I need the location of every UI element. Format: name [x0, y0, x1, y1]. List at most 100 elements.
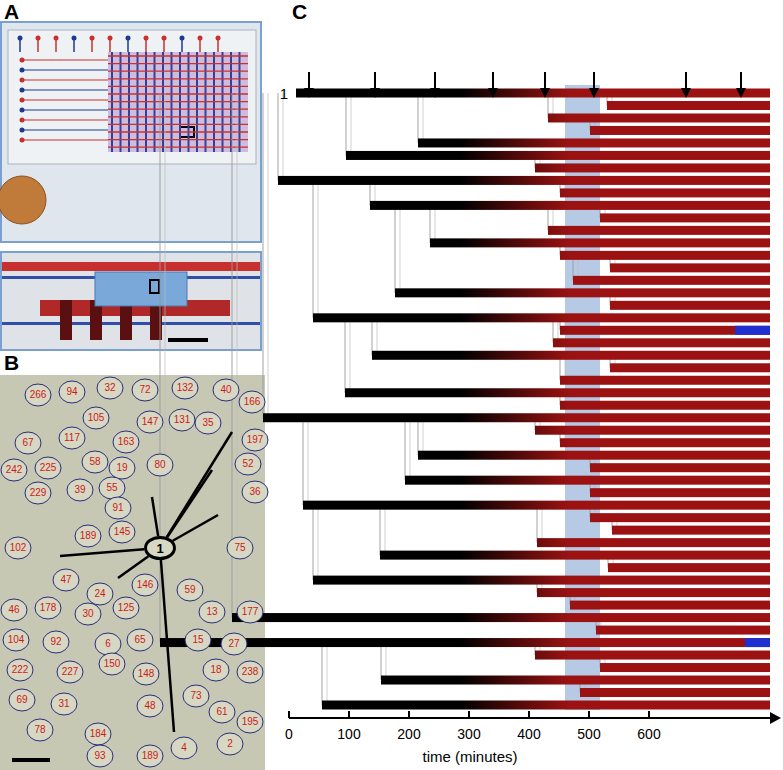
yeast-cell	[209, 701, 235, 723]
division-line	[423, 93, 424, 143]
axis-tick-mark	[468, 711, 470, 718]
neighbour-line	[167, 432, 232, 537]
cell-number: 6	[105, 639, 111, 649]
cell-number: 146	[137, 580, 154, 590]
yeast-cell	[113, 431, 139, 453]
division-line	[346, 93, 347, 155]
cell-outline	[146, 538, 175, 559]
division-line	[165, 93, 166, 643]
division-line	[435, 205, 436, 242]
cell-lineage-bar	[537, 538, 770, 547]
cell-number: 266	[30, 390, 47, 400]
chip-grid	[108, 86, 248, 87]
cell-number: 75	[234, 543, 245, 553]
cell-number: 35	[202, 418, 213, 428]
yeast-cell	[237, 661, 263, 683]
cell-number: 178	[40, 603, 57, 613]
cell-number: 30	[82, 609, 93, 619]
yeast-cell	[1, 599, 27, 621]
chip-port	[54, 36, 59, 41]
cell-number: 61	[216, 707, 227, 717]
yeast-cell	[217, 733, 243, 755]
cell-number: 48	[144, 701, 155, 711]
cell-lineage-bar	[560, 251, 770, 260]
division-line	[318, 505, 319, 580]
division-line	[381, 643, 382, 680]
cell-lineage-bar	[553, 338, 770, 347]
cell-number: 189	[80, 531, 97, 541]
cell-number: 1	[156, 542, 163, 555]
yeast-cell	[5, 537, 31, 559]
cell-lineage-bar	[381, 676, 770, 685]
yeast-cell	[199, 601, 225, 623]
yeast-cell	[15, 432, 41, 454]
cell-number: 227	[62, 667, 79, 677]
yeast-cell	[99, 653, 125, 675]
yeast-cell	[83, 407, 109, 429]
cell-number: 125	[118, 603, 135, 613]
cell-number: 55	[106, 483, 117, 493]
neighbour-line	[161, 560, 174, 732]
yeast-cell	[137, 695, 163, 717]
cell-number: 36	[249, 487, 260, 497]
axis-tick: 200	[397, 727, 420, 741]
cell-lineage-bar	[600, 663, 770, 672]
chip-port	[20, 118, 25, 123]
cell-number: 92	[50, 637, 61, 647]
cell-lineage-bar	[535, 651, 770, 660]
cell-lineage-bar	[590, 126, 770, 135]
chip-line	[24, 99, 108, 100]
yeast-cell	[27, 719, 53, 741]
cell-number: 52	[242, 459, 253, 469]
yeast-cell	[95, 633, 121, 655]
scale-bar	[168, 338, 208, 342]
chip-port	[20, 138, 25, 143]
cell-number: 105	[88, 413, 105, 423]
division-line	[322, 643, 323, 705]
chip-line	[24, 69, 108, 70]
cell-number: 195	[242, 717, 259, 727]
chip-port	[144, 36, 149, 41]
cell-lineage-bar	[345, 388, 770, 397]
cell-lineage-bar	[313, 313, 770, 322]
cell-lineage-bar	[590, 488, 770, 497]
yeast-cell	[35, 457, 61, 479]
cell-lineage-bar	[580, 688, 770, 697]
division-line	[268, 93, 269, 418]
panel-letter: B	[4, 352, 19, 373]
cell-lineage-bar	[370, 201, 770, 210]
chip-array	[108, 52, 248, 152]
cell-lineage-bar	[560, 401, 770, 410]
cell-lineage-bar	[573, 276, 770, 285]
chip-port	[108, 36, 113, 41]
cell-lineage-bar	[590, 513, 770, 522]
division-line	[283, 93, 284, 180]
cell-lineage-bar	[610, 363, 770, 372]
yeast-cell	[183, 685, 209, 707]
axis-tick: 600	[637, 727, 660, 741]
yeast-cell	[97, 377, 123, 399]
chip-line	[24, 79, 108, 80]
division-line	[395, 205, 396, 292]
chip-port	[72, 36, 77, 41]
cell-lineage-bar	[590, 463, 770, 472]
cell-number: 18	[210, 665, 221, 675]
cell-number: 73	[190, 691, 201, 701]
chip-port	[18, 36, 23, 41]
cell-lineage-bar	[560, 438, 770, 447]
axis-tick: 400	[517, 727, 540, 741]
cell-number: 145	[114, 527, 131, 537]
medium-switch-arrow	[488, 88, 498, 98]
yeast-cell	[185, 629, 211, 651]
yeast-cell	[87, 745, 113, 767]
chip-port	[20, 78, 25, 83]
yeast-cell	[195, 412, 221, 434]
tracked-cell: 1	[144, 536, 176, 560]
division-line	[405, 418, 406, 480]
cell-number: 148	[138, 669, 155, 679]
chip-grid	[108, 109, 248, 110]
cell-number: 31	[58, 699, 69, 709]
axis-title: time (minutes)	[422, 749, 517, 764]
axis-tick-mark	[528, 711, 530, 718]
cell-number: 131	[174, 415, 191, 425]
